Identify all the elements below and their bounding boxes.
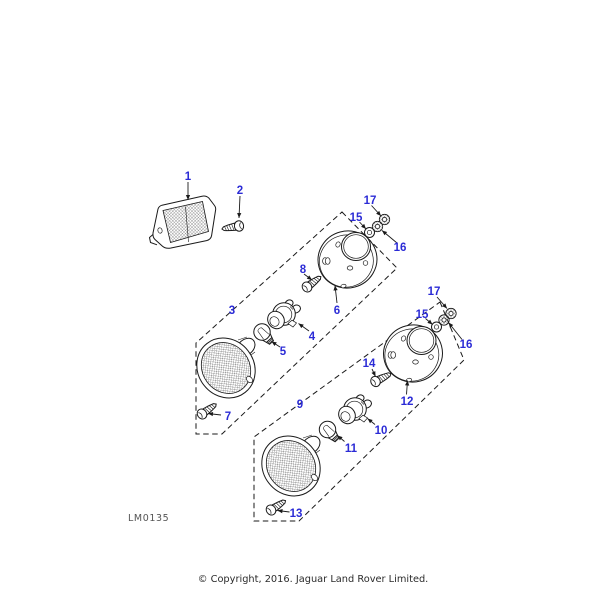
- callout-16-upper[interactable]: 16: [381, 230, 407, 255]
- lamp-lens-3-part: [184, 325, 268, 411]
- callout-13[interactable]: 13: [277, 508, 303, 520]
- assembly-box-3-outline: [195, 211, 398, 435]
- callout-15-lower[interactable]: 15: [416, 309, 433, 325]
- callout-17-upper[interactable]: 17: [364, 195, 382, 217]
- callout-12-label[interactable]: 12: [401, 396, 414, 408]
- assembly-box-9-outline: [253, 301, 465, 522]
- callout-1-label[interactable]: 1: [185, 171, 192, 183]
- callout-6-label[interactable]: 6: [334, 305, 340, 317]
- reflector-part: [148, 195, 217, 249]
- callout-8-label[interactable]: 8: [300, 264, 307, 276]
- callout-12[interactable]: 12: [401, 380, 414, 409]
- callout-13-label[interactable]: 13: [290, 508, 303, 520]
- callout-6[interactable]: 6: [333, 285, 340, 318]
- callout-11[interactable]: 11: [337, 435, 358, 456]
- callout-1[interactable]: 1: [185, 171, 192, 200]
- callout-16-lower-label[interactable]: 16: [460, 339, 473, 351]
- callout-3[interactable]: 3: [229, 305, 235, 317]
- copyright-footer: © Copyright, 2016. Jaguar Land Rover Lim…: [198, 574, 429, 585]
- callout-15-upper-label[interactable]: 15: [350, 212, 363, 224]
- callout-4[interactable]: 4: [298, 323, 316, 344]
- callout-15-upper[interactable]: 15: [350, 212, 367, 230]
- callout-10-label[interactable]: 10: [375, 425, 388, 437]
- callout-15-lower-label[interactable]: 15: [416, 309, 429, 321]
- callout-16-upper-label[interactable]: 16: [394, 242, 407, 254]
- callout-7-label[interactable]: 7: [225, 411, 231, 423]
- callout-10[interactable]: 10: [367, 418, 388, 438]
- bulb-holder-10-part: [334, 393, 374, 428]
- callout-2-label[interactable]: 2: [237, 185, 243, 197]
- callout-7[interactable]: 7: [207, 411, 231, 423]
- screw-2-part: [220, 219, 245, 235]
- callout-16-lower[interactable]: 16: [448, 322, 473, 352]
- nut-17-lower-part: [445, 307, 457, 320]
- callout-2[interactable]: 2: [237, 185, 243, 219]
- lamp-lens-9-part: [249, 423, 333, 509]
- callout-8[interactable]: 8: [300, 264, 313, 281]
- callout-9[interactable]: 9: [297, 399, 303, 411]
- callout-14[interactable]: 14: [363, 358, 376, 377]
- callout-5-label[interactable]: 5: [280, 346, 287, 358]
- callout-4-label[interactable]: 4: [309, 331, 316, 343]
- bulb-holder-4-part: [263, 298, 303, 333]
- screw-7-part: [194, 399, 220, 422]
- drawing-code: LM0135: [128, 513, 169, 524]
- callout-17-upper-label[interactable]: 17: [364, 195, 377, 207]
- callout-9-label[interactable]: 9: [297, 399, 303, 411]
- callout-11-label[interactable]: 11: [345, 443, 358, 455]
- callout-14-label[interactable]: 14: [363, 358, 376, 370]
- callout-17-lower-label[interactable]: 17: [428, 286, 441, 298]
- callout-5[interactable]: 5: [271, 341, 287, 359]
- callout-17-lower[interactable]: 17: [428, 286, 448, 309]
- callout-3-label[interactable]: 3: [229, 305, 235, 317]
- screw-13-part: [263, 495, 289, 518]
